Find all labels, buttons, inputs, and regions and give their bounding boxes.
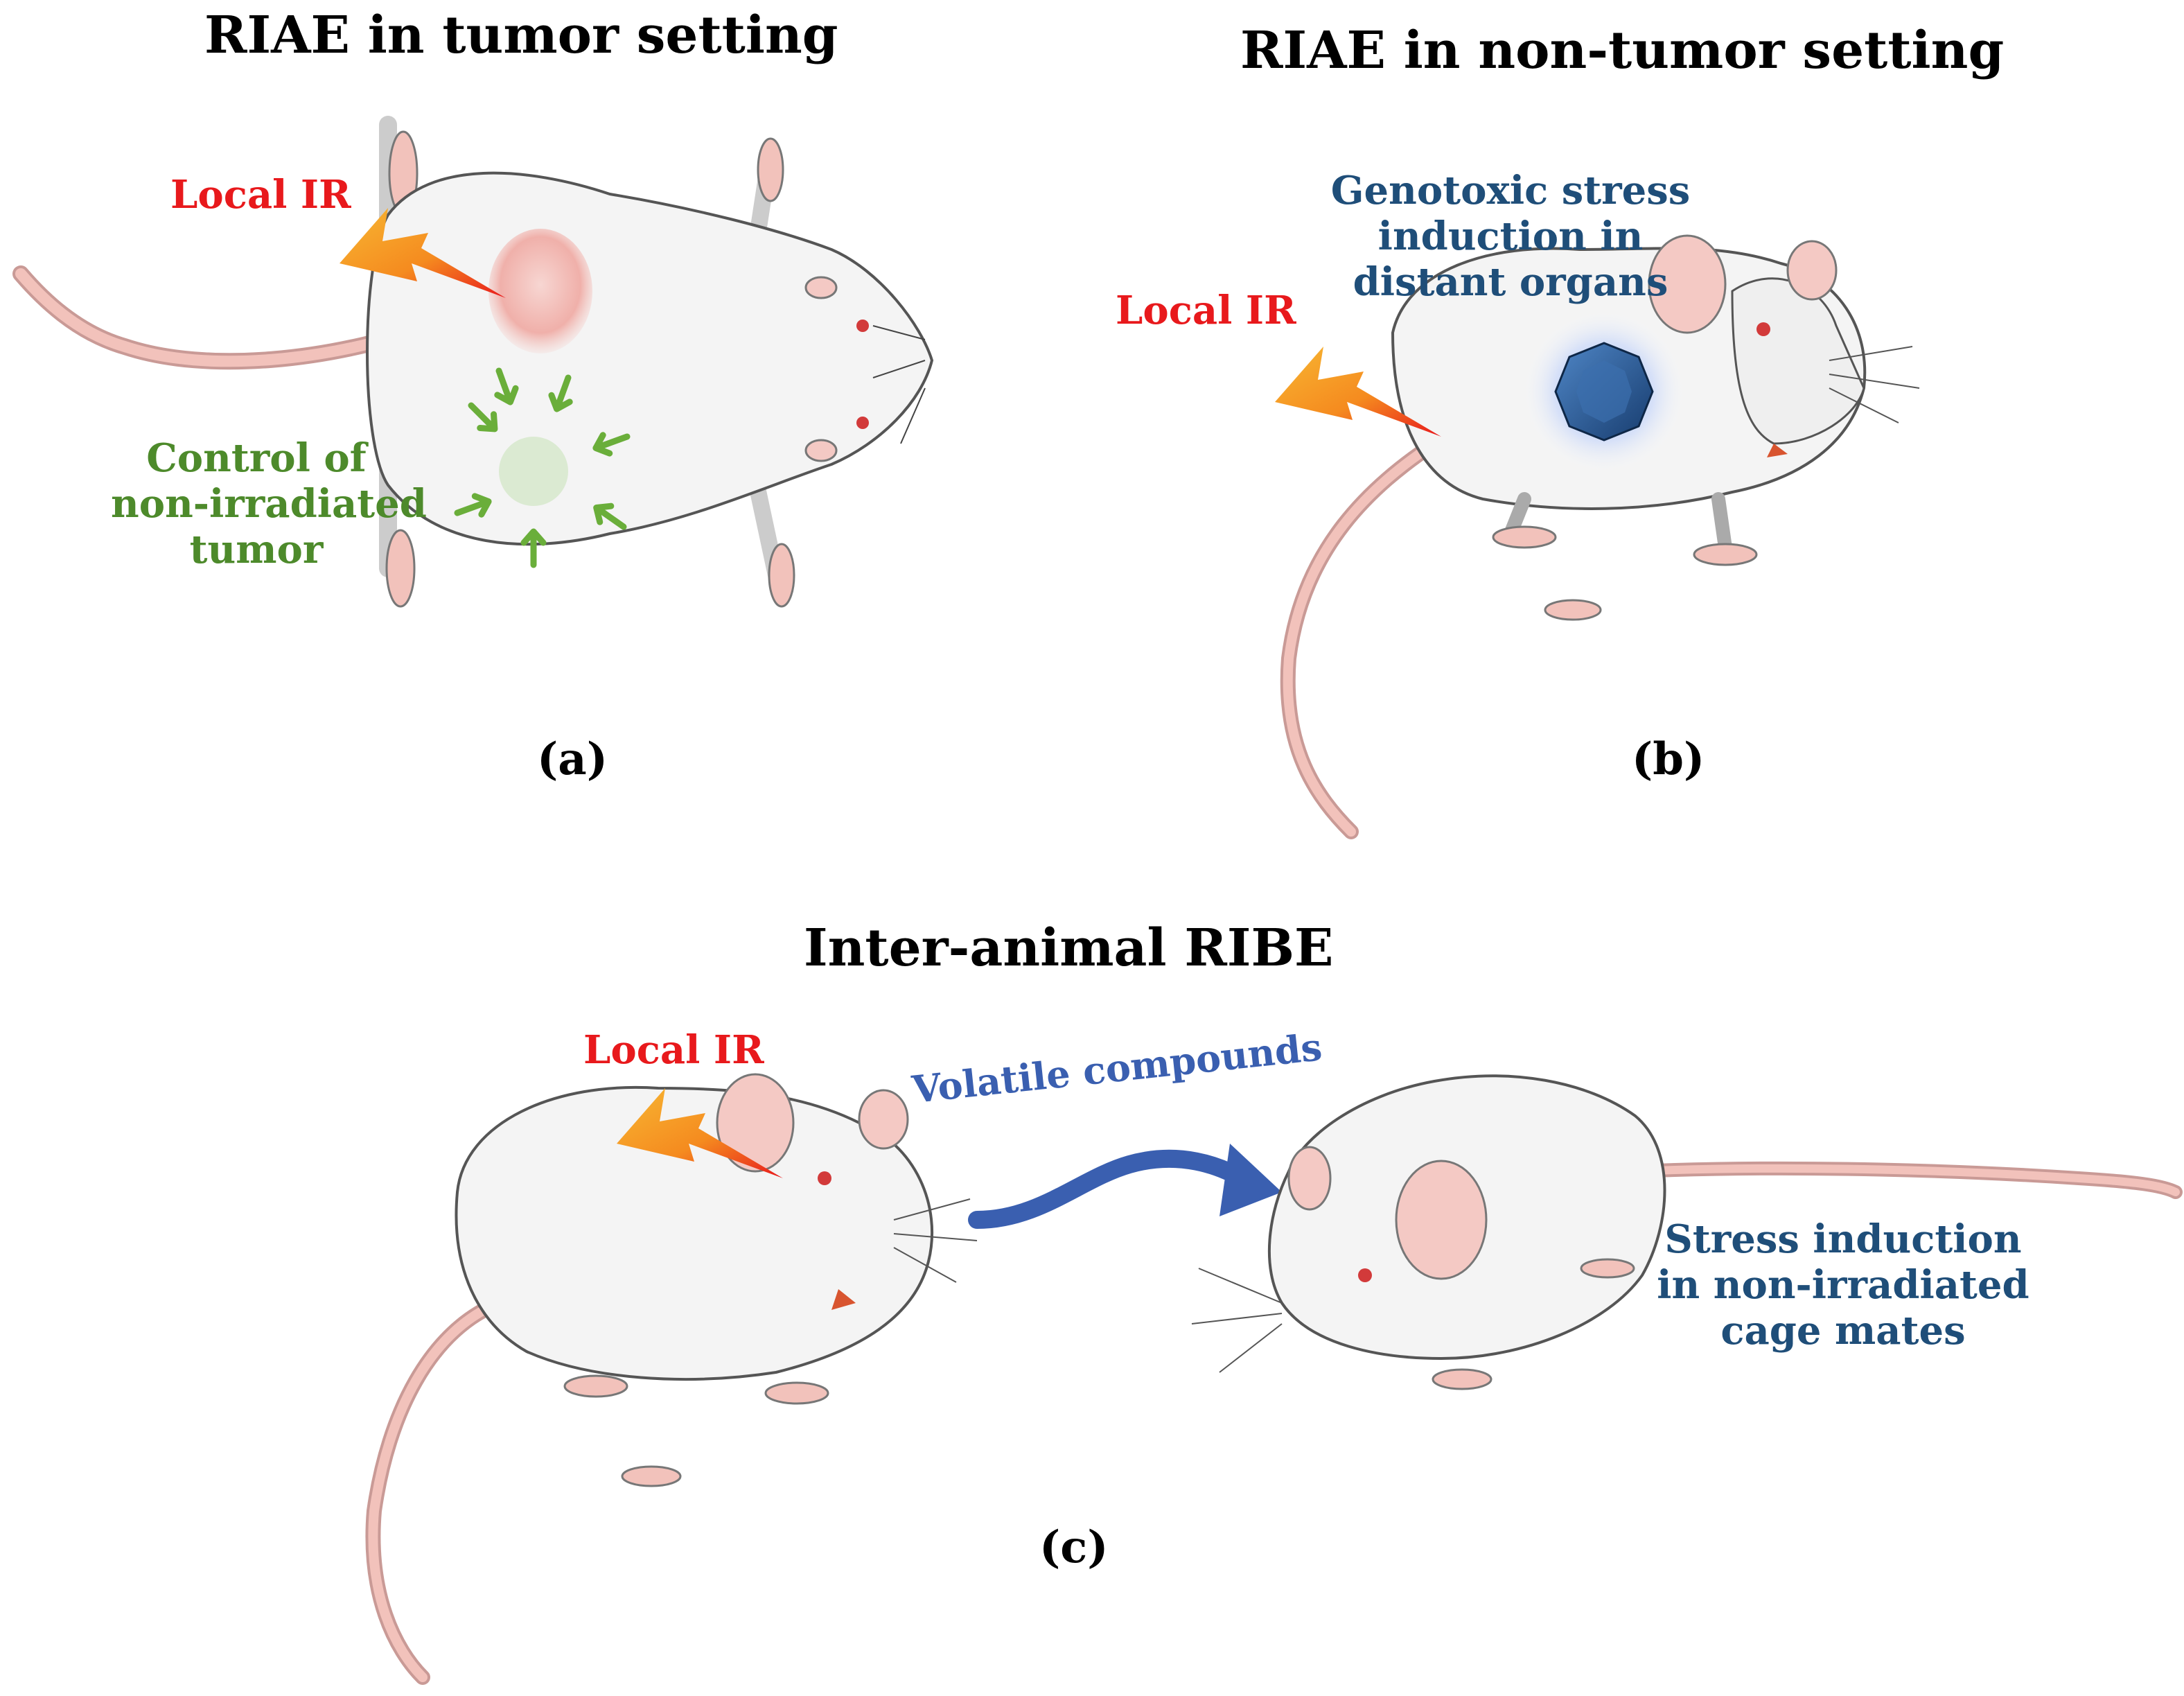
cage-mates-stress-label: Stress induction in non-irradiated cage … — [1656, 1216, 2030, 1354]
cage-mates-line-2: in non-irradiated — [1657, 1262, 2029, 1309]
curved-arrow-icon — [968, 1144, 1282, 1229]
panel-c-local-ir-label: Local IR — [583, 1027, 764, 1073]
panel-a-mouse — [12, 116, 934, 608]
panel-b-title: RIAE in non-tumor setting — [1240, 21, 2005, 80]
panel-a-tag: (a) — [537, 733, 608, 785]
panel-a-local-ir-label: Local IR — [170, 172, 351, 218]
genotoxic-stress-line-2: induction in — [1377, 213, 1644, 260]
blue-gem-organ-icon — [1521, 308, 1687, 475]
tumor-control-line-1: Control of — [146, 435, 367, 481]
tumor-control-line-2: non-irradiated — [111, 481, 427, 527]
panel-b-tag: (b) — [1632, 733, 1705, 785]
cage-mates-line-1: Stress induction — [1664, 1216, 2022, 1262]
panel-a-title: RIAE in tumor setting — [204, 6, 838, 65]
panel-c-title: Inter-animal RIBE — [804, 918, 1334, 978]
tumor-control-line-3: tumor — [189, 527, 324, 573]
panel-c-cage-mate-mouse — [1191, 1074, 2183, 1390]
panel-b-local-ir-label: Local IR — [1116, 288, 1296, 333]
panel-c-tag: (c) — [1039, 1521, 1109, 1573]
genotoxic-stress-line-3: distant organs — [1353, 259, 1668, 306]
genotoxic-stress-label: Genotoxic stress induction in distant or… — [1316, 168, 1705, 305]
genotoxic-stress-line-1: Genotoxic stress — [1330, 168, 1691, 213]
cage-mates-line-3: cage mates — [1720, 1308, 1966, 1354]
panel-c-irradiated-mouse — [365, 1073, 978, 1685]
tumor-control-label: Control of non-irradiated tumor — [111, 435, 427, 573]
